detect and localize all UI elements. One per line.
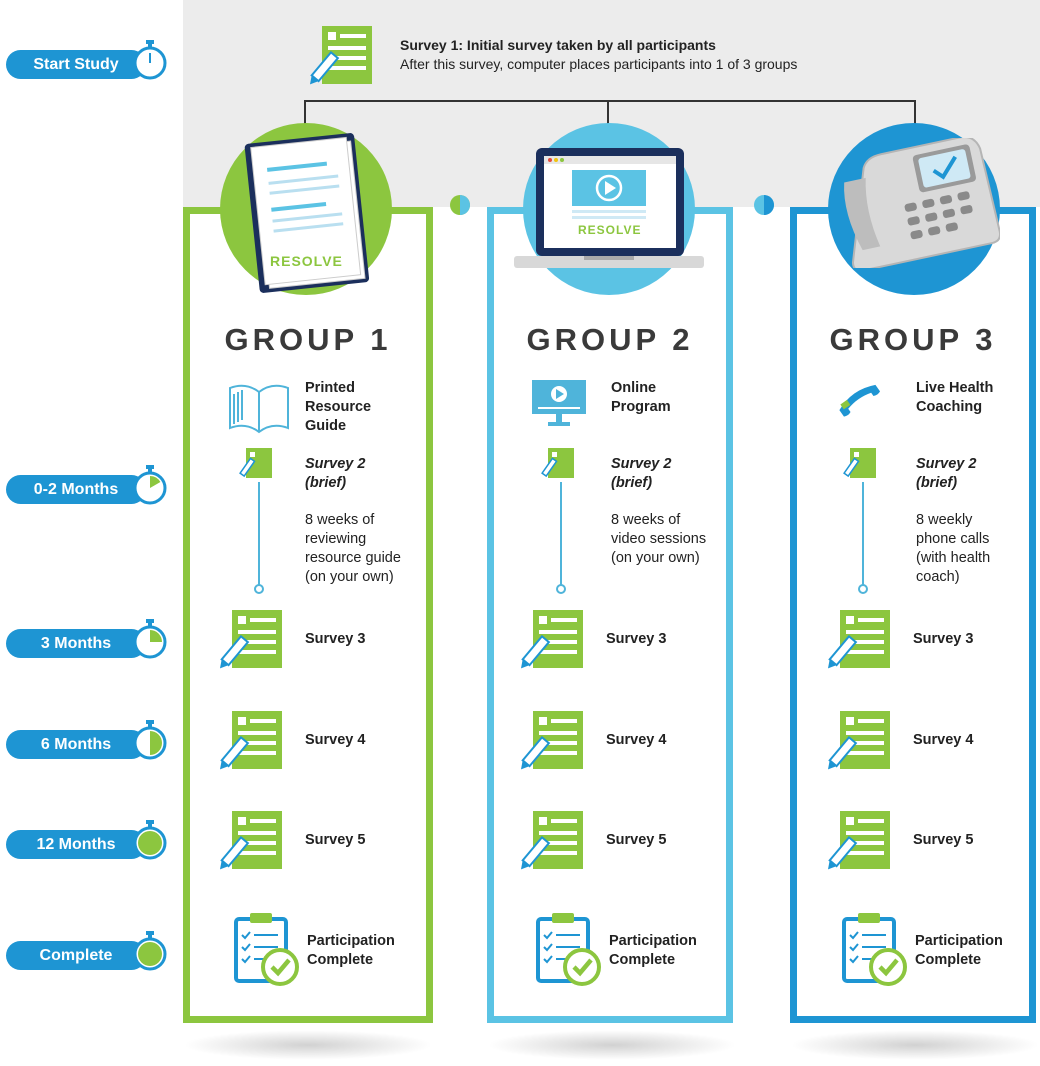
- group-2-survey3: Survey 3: [606, 631, 667, 647]
- stopwatch-icon: [133, 40, 167, 80]
- group-3-card: [790, 207, 1036, 1023]
- survey-form-icon: [220, 811, 283, 874]
- timeline-0-2-months: 0-2 Months: [6, 475, 146, 504]
- monitor-video-icon: [532, 380, 586, 426]
- card-shadow: [183, 1030, 433, 1060]
- timeline-dot: [858, 584, 868, 594]
- survey-form-icon: [843, 448, 876, 478]
- group-connector-2: [607, 100, 609, 128]
- group-3-title: GROUP 3: [829, 322, 997, 357]
- survey1-title: Survey 1: Initial survey taken by all pa…: [400, 37, 716, 53]
- survey-form-icon: [521, 811, 584, 874]
- survey-form-icon: [220, 711, 283, 774]
- group-connector: [304, 100, 916, 102]
- timeline-3-months: 3 Months: [6, 629, 146, 658]
- survey-form-icon: [521, 711, 584, 774]
- group-connector-3: [914, 100, 916, 128]
- timeline-line: [258, 482, 260, 587]
- timeline-dot: [556, 584, 566, 594]
- group-1-survey3: Survey 3: [305, 631, 366, 647]
- group-2-survey2: Survey 2(brief): [611, 456, 672, 491]
- survey1-subtitle: After this survey, computer places parti…: [400, 56, 798, 72]
- stopwatch-icon: [133, 720, 167, 760]
- group-connector-1: [304, 100, 306, 128]
- group-2-survey5: Survey 5: [606, 832, 667, 848]
- card-shadow: [487, 1030, 737, 1060]
- laptop-icon: [514, 148, 704, 268]
- card-shadow: [790, 1030, 1040, 1060]
- clipboard-check-icon: [534, 913, 604, 989]
- group-1-survey2: Survey 2(brief): [305, 456, 366, 491]
- phone-handset-icon: [839, 384, 881, 417]
- survey-form-icon: [220, 610, 283, 673]
- group-2-card: [487, 207, 733, 1023]
- group-3-survey3: Survey 3: [913, 631, 974, 647]
- survey-form-icon: [239, 448, 272, 478]
- group-1-survey4: Survey 4: [305, 732, 366, 748]
- group-1-survey5: Survey 5: [305, 832, 366, 848]
- desk-phone-icon: [844, 138, 1000, 268]
- survey-form-icon: [828, 711, 891, 774]
- group-3-survey4: Survey 4: [913, 732, 974, 748]
- divider-dot: [450, 195, 470, 215]
- survey-form-icon: [828, 811, 891, 874]
- timeline-start-study: Start Study: [6, 50, 146, 79]
- clipboard-check-icon: [840, 913, 910, 989]
- resolve-logo: RESOLVE: [578, 223, 642, 237]
- clipboard-check-icon: [232, 913, 302, 989]
- survey-form-icon: [310, 26, 372, 85]
- group-3-survey2: Survey 2(brief): [916, 456, 977, 491]
- resource-guide-clipboard-icon: [244, 133, 370, 293]
- timeline-dot: [254, 584, 264, 594]
- group-1-title: GROUP 1: [224, 322, 392, 357]
- stopwatch-icon: [133, 465, 167, 505]
- timeline-complete: Complete: [6, 941, 146, 970]
- timeline-6-months: 6 Months: [6, 730, 146, 759]
- group-2-title: GROUP 2: [526, 322, 694, 357]
- stopwatch-icon: [133, 619, 167, 659]
- timeline-line: [862, 482, 864, 587]
- stopwatch-icon: [133, 820, 167, 860]
- open-book-icon: [229, 384, 289, 434]
- stopwatch-icon: [133, 931, 167, 971]
- timeline-12-months: 12 Months: [6, 830, 146, 859]
- group-2-survey4: Survey 4: [606, 732, 667, 748]
- group-3-survey5: Survey 5: [913, 832, 974, 848]
- divider-dot: [754, 195, 774, 215]
- survey-form-icon: [521, 610, 584, 673]
- timeline-line: [560, 482, 562, 587]
- survey-form-icon: [828, 610, 891, 673]
- survey-form-icon: [541, 448, 574, 478]
- resolve-logo: RESOLVE: [270, 253, 343, 269]
